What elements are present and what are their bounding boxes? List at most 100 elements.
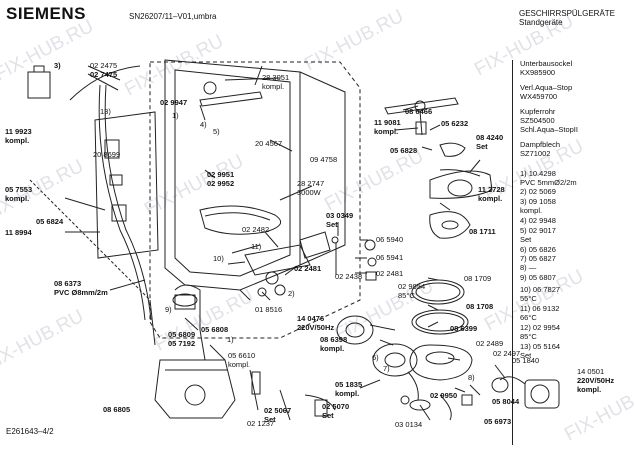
part-number: 05 8044 [492,397,520,406]
model-number: SN26207/11–V01,umbra [129,12,217,21]
legend-line: 66°C [520,313,537,322]
heater-element [199,205,282,235]
part-number: 08 6466 [405,107,433,116]
part-note: PVC Ø8mm/2m [54,288,108,297]
part-number: 01 8516 [255,305,283,314]
part-note: Set [264,415,276,424]
filter [172,293,198,307]
part-number: 05 7192 [168,339,196,348]
part-number: 05 7553 [5,185,33,194]
part-number: 02 9950 [430,391,458,400]
pump-housing [372,343,418,377]
callout-1: 1) [227,335,234,344]
legend-line: 55°C [520,294,537,303]
part-number: 14 0501 [577,367,605,376]
part-number: 28 3051 [262,73,290,82]
part-number: 08 1709 [464,274,492,283]
part-number: 05 6824 [36,217,64,226]
callout-5: 5) [213,127,220,136]
legend-line: 7) 05 6827 [520,254,556,263]
part-number: 09 4758 [310,155,338,164]
legend-line: 2) 02 5069 [520,187,556,196]
legend-line: KX985900 [520,68,556,77]
part-number: 06 5941 [376,253,404,262]
part-number: 28 2747 [297,179,325,188]
part-note: kompl. [577,385,602,394]
callout-1: 1) [172,111,179,120]
part-note: 220V/50Hz [577,376,615,385]
part-number: 02 9947 [160,98,188,107]
tub-outline [149,61,361,339]
callout-2: 2) [288,289,295,298]
part-number: 02 2497 [493,349,521,358]
part-number: 11 9923 [5,127,32,136]
part-note: kompl. [5,194,30,203]
part-number: 05 6809 [168,330,196,339]
part-number: 08 1708 [466,302,494,311]
callout-9: 9) [165,305,172,314]
callout-7: 7) [383,364,390,373]
callout-8: 8) [468,373,475,382]
part-number: 05 1835 [335,380,363,389]
part-note: kompl. [5,136,30,145]
legend-line: WX459700 [520,92,558,101]
spray-arm-upper [384,97,459,115]
legend-line: 6) 05 6826 [520,245,556,254]
part-number: 20 8699 [93,150,121,159]
part-number: 02 7475 [90,70,118,79]
legend-line: 4) 02 9948 [520,216,556,225]
part-number: 02 2438 [335,272,363,281]
part-note: kompl. [374,127,399,136]
legend-line: 10) 06 7827 [520,285,561,294]
part-number: 05 6232 [441,119,469,128]
part-number: 11 9081 [374,118,401,127]
aqua-stop-valve [27,71,51,99]
part-number: 02 2481 [376,269,404,278]
document-id: E261643–4/2 [6,427,54,436]
legend-line: 11) 06 9132 [520,304,560,313]
part-number: 20 4567 [255,139,283,148]
part-note: Set [326,220,338,229]
part-number: 08 4240 [476,133,504,142]
sump [409,344,473,381]
callout-10: 10) [213,254,224,263]
callout-4: 4) [200,120,207,129]
legend-line: PVC 5mmØ2/2m [520,178,577,187]
part-number: 02 5070 [322,402,350,411]
wash-motor [336,315,374,345]
callout-11: 11) [251,242,262,251]
part-number: 05 1840 [512,356,540,365]
callout-6: 6) [372,353,379,362]
parts-legend-panel [512,60,635,445]
part-note: kompl. [262,82,285,91]
circulation-pump [154,359,236,419]
heater-bracket [244,244,311,276]
category-title: GESCHIRRSPÜLGERÄTE [519,9,616,18]
callout-13: 13) [100,107,111,116]
part-number: 02 9952 [207,179,235,188]
part-note: kompl. [478,194,503,203]
legend-line: Schl.Aqua–StopII [520,125,578,134]
part-number: 02 1237 [247,419,275,428]
legend-line: 85°C [520,332,537,341]
legend-line: Verl.Aqua–Stop [520,83,573,92]
legend-line: 9) 05 6807 [520,273,556,282]
part-note: kompl. [320,344,345,353]
legend-line: 8) — [520,263,537,272]
callout-3: 3) [54,61,61,70]
part-note: kompl. [228,360,251,369]
part-number: 02 2481 [294,264,322,273]
brand-logo: SIEMENS [6,4,87,23]
part-number: 03 0349 [326,211,354,220]
legend-line: 5) 02 9017 [520,226,556,235]
part-number: 05 6828 [390,146,418,155]
part-number: 03 0134 [395,420,423,429]
legend-line: SZ71002 [520,149,551,158]
category-subtitle: Standgeräte [519,18,563,27]
legend-line: 3) 09 1058 [520,197,556,206]
part-number: 08 6399 [450,324,478,333]
part-number: 11 8994 [5,228,32,237]
legend-line: Kupferrohr [520,107,556,116]
legend-line: Set [520,351,532,360]
